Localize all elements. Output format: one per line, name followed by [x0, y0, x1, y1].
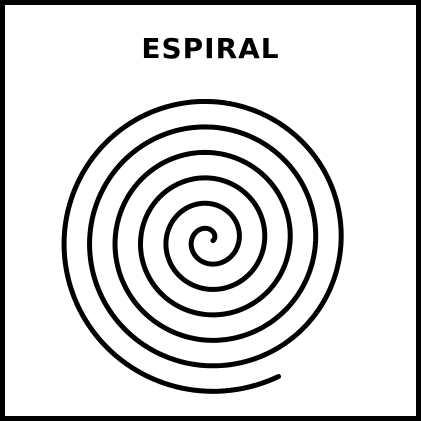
- spiral-stroke: [61, 98, 344, 394]
- pictogram-title: ESPIRAL: [141, 32, 280, 65]
